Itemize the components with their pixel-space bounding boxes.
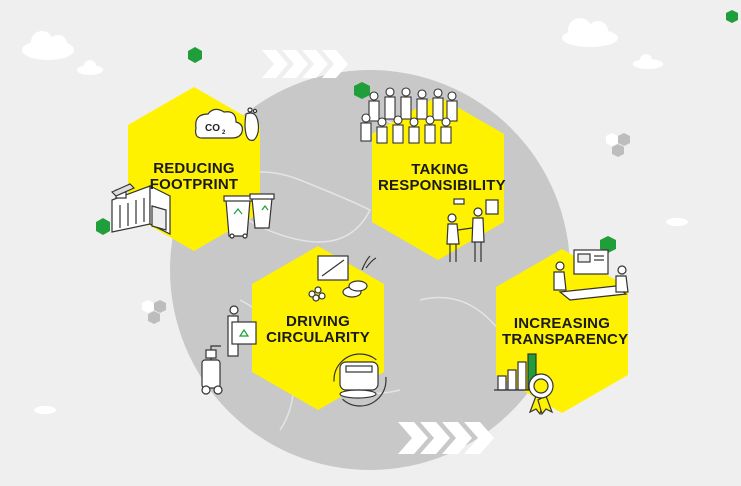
factory-icon <box>110 183 171 235</box>
co2-footprint-icon <box>195 107 260 141</box>
label-line: REDUCING <box>153 160 235 177</box>
label-line: RESPONSIBILITY <box>378 177 506 194</box>
label-driving-circularity: DRIVING CIRCULARITY <box>264 314 372 346</box>
recycling-bin-icon <box>223 193 275 239</box>
co2-subscript: 2 <box>222 130 226 136</box>
label-reducing-footprint: REDUCING FOOTPRINT <box>140 161 248 193</box>
recycling-box-icon <box>227 305 257 357</box>
cloud-icon <box>633 54 663 69</box>
hexagon-taking-responsibility <box>372 96 504 260</box>
cloud-icon <box>562 18 618 47</box>
decor-hex-green <box>96 10 738 253</box>
co2-label: CO <box>205 123 220 134</box>
label-line: INCREASING <box>513 315 611 332</box>
materials-icon <box>308 255 377 302</box>
chevron-arrow-icon <box>398 422 494 454</box>
handshake-icon <box>446 198 499 262</box>
label-line: CIRCULARITY <box>266 329 370 346</box>
cloud-icon <box>22 31 74 60</box>
label-line: DRIVING <box>286 313 350 330</box>
label-line: TRANSPARENCY <box>502 331 629 348</box>
cloud-icon <box>666 218 688 226</box>
label-taking-responsibility: TAKING RESPONSIBILITY <box>378 161 506 194</box>
pressure-washer-icon <box>201 345 223 395</box>
label-increasing-transparency: INCREASING TRANSPARENCY <box>502 315 629 348</box>
scrubber-machine-icon <box>333 353 387 407</box>
cloud-icon <box>77 60 103 75</box>
decor-hex-gray <box>142 133 630 324</box>
chevron-arrow-icon <box>262 50 348 78</box>
cloud-icon <box>34 406 56 414</box>
label-line: TAKING <box>411 161 469 178</box>
award-badge-icon <box>528 373 554 416</box>
label-line: FOOTPRINT <box>149 176 239 193</box>
meeting-icon <box>553 249 629 301</box>
bar-chart-icon <box>494 353 542 391</box>
team-icon <box>360 87 458 144</box>
